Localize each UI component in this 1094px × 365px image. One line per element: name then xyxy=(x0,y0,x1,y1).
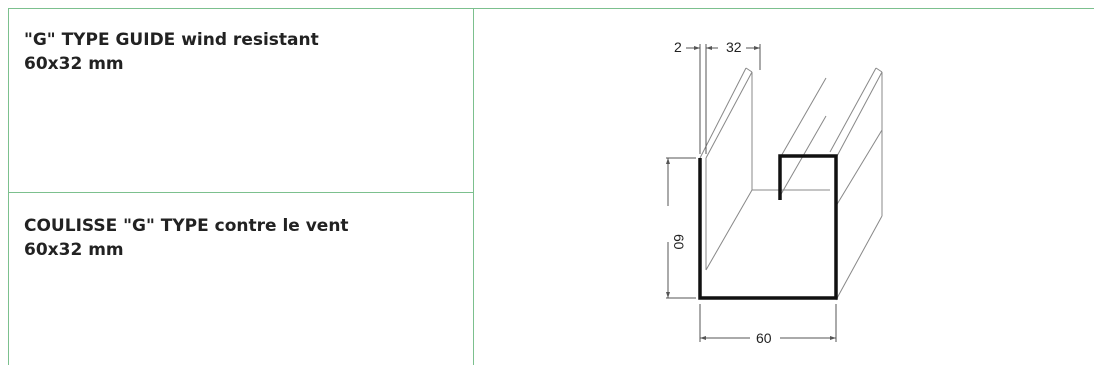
dimension-label-width: 60 xyxy=(756,330,772,346)
profile-outline-thin xyxy=(699,67,883,301)
product-size-english: 60x32 mm xyxy=(24,54,124,74)
table-left-border xyxy=(8,8,9,365)
table-top-border xyxy=(8,8,1094,9)
dimension-lines xyxy=(666,44,837,342)
dimension-label-height: 60 xyxy=(671,234,687,250)
profile-outline-bold xyxy=(698,154,838,300)
product-title-english: "G" TYPE GUIDE wind resistant xyxy=(24,30,319,50)
guide-profile-drawing: 2 32 60 60 xyxy=(666,39,883,346)
dimension-label-opening: 32 xyxy=(726,39,742,55)
product-name-english: "G" TYPE GUIDE wind resistant 60x32 mm xyxy=(24,28,454,76)
table-row-divider xyxy=(8,192,474,193)
product-size-french: 60x32 mm xyxy=(24,240,124,260)
table-column-divider xyxy=(473,8,474,365)
dimension-arrows xyxy=(666,46,836,340)
product-title-french: COULISSE "G" TYPE contre le vent xyxy=(24,216,349,236)
dimension-label-thickness: 2 xyxy=(674,39,682,55)
product-name-french: COULISSE "G" TYPE contre le vent 60x32 m… xyxy=(24,214,454,262)
